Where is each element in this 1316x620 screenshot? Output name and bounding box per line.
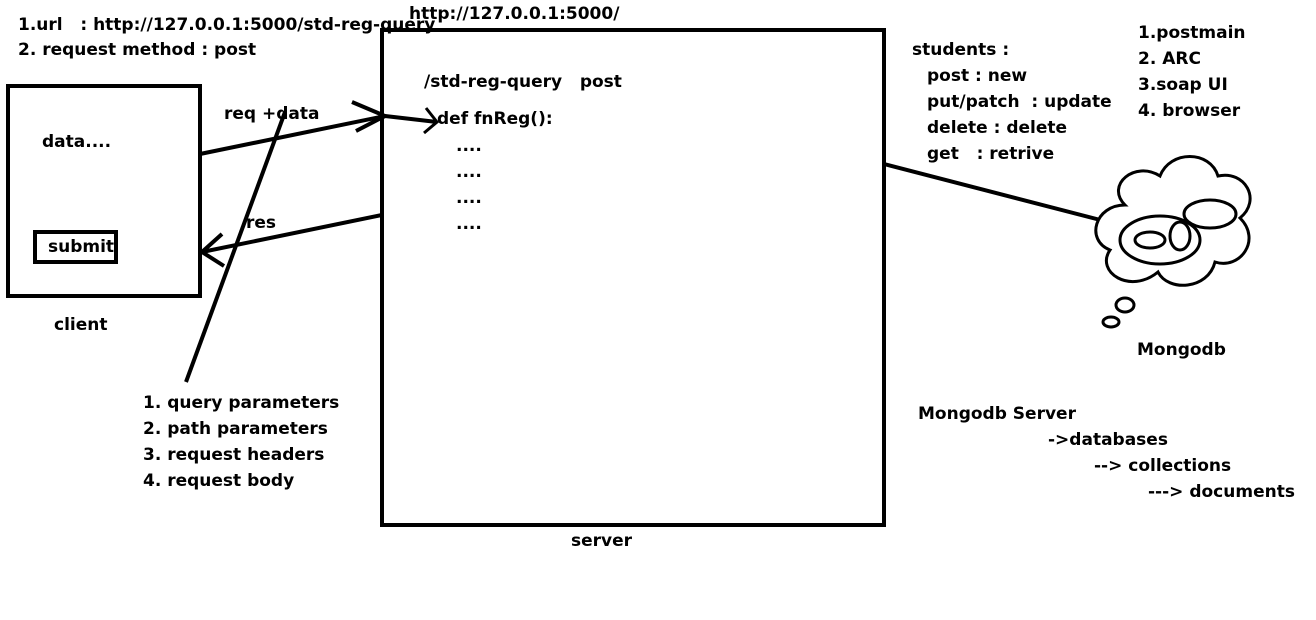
def-arrow-line [384, 114, 438, 124]
client-data-text: data.... [42, 132, 112, 152]
hierarchy-item: --> collections [1094, 456, 1232, 476]
hierarchy-item: ---> documents [1148, 482, 1295, 502]
method-item: delete : delete [927, 118, 1068, 138]
function-body-line: .... [456, 188, 482, 208]
method-item: put/patch : update [927, 92, 1112, 112]
function-body-line: .... [456, 136, 482, 156]
server-label: server [571, 531, 633, 551]
function-body-line: .... [456, 162, 482, 182]
tool-item: 2. ARC [1138, 49, 1201, 69]
mongodb-connector-line [883, 162, 1113, 225]
route-text: /std-reg-query post [424, 72, 622, 92]
function-body-line: .... [456, 214, 482, 234]
tool-item: 1.postmain [1138, 23, 1246, 43]
param-type-item: 3. request headers [143, 445, 325, 465]
response-label: res [246, 213, 277, 233]
param-type-item: 2. path parameters [143, 419, 328, 439]
mongodb-label: Mongodb [1137, 340, 1226, 360]
method-item: get : retrive [927, 144, 1055, 164]
def-arrow-head [423, 107, 440, 135]
param-type-item: 4. request body [143, 471, 295, 491]
submit-button-label: submit [48, 237, 115, 257]
server-box [380, 28, 886, 527]
mongodb-cloud-icon [1094, 155, 1252, 329]
tool-item: 3.soap UI [1138, 75, 1228, 95]
hierarchy-item: ->databases [1048, 430, 1168, 450]
methods-heading: students : [912, 40, 1010, 60]
method-item: post : new [927, 66, 1028, 86]
request-arrow-line [199, 114, 386, 156]
param-type-item: 1. query parameters [143, 393, 340, 413]
response-arrow-line [201, 213, 383, 254]
client-label: client [54, 315, 108, 335]
response-arrow-head [198, 232, 226, 268]
mongodb-server-heading: Mongodb Server [918, 404, 1076, 424]
request-label: req +data [224, 104, 320, 124]
client-box [6, 84, 202, 298]
server-url: http://127.0.0.1:5000/ [409, 4, 620, 24]
parameters-pointer-line [184, 111, 287, 383]
request-method-line: 2. request method : post [18, 40, 257, 60]
function-def-text: def fnReg(): [437, 109, 553, 129]
tool-item: 4. browser [1138, 101, 1241, 121]
url-line: 1.url : http://127.0.0.1:5000/std-reg-qu… [18, 15, 436, 35]
submit-button[interactable]: submit [33, 230, 118, 264]
